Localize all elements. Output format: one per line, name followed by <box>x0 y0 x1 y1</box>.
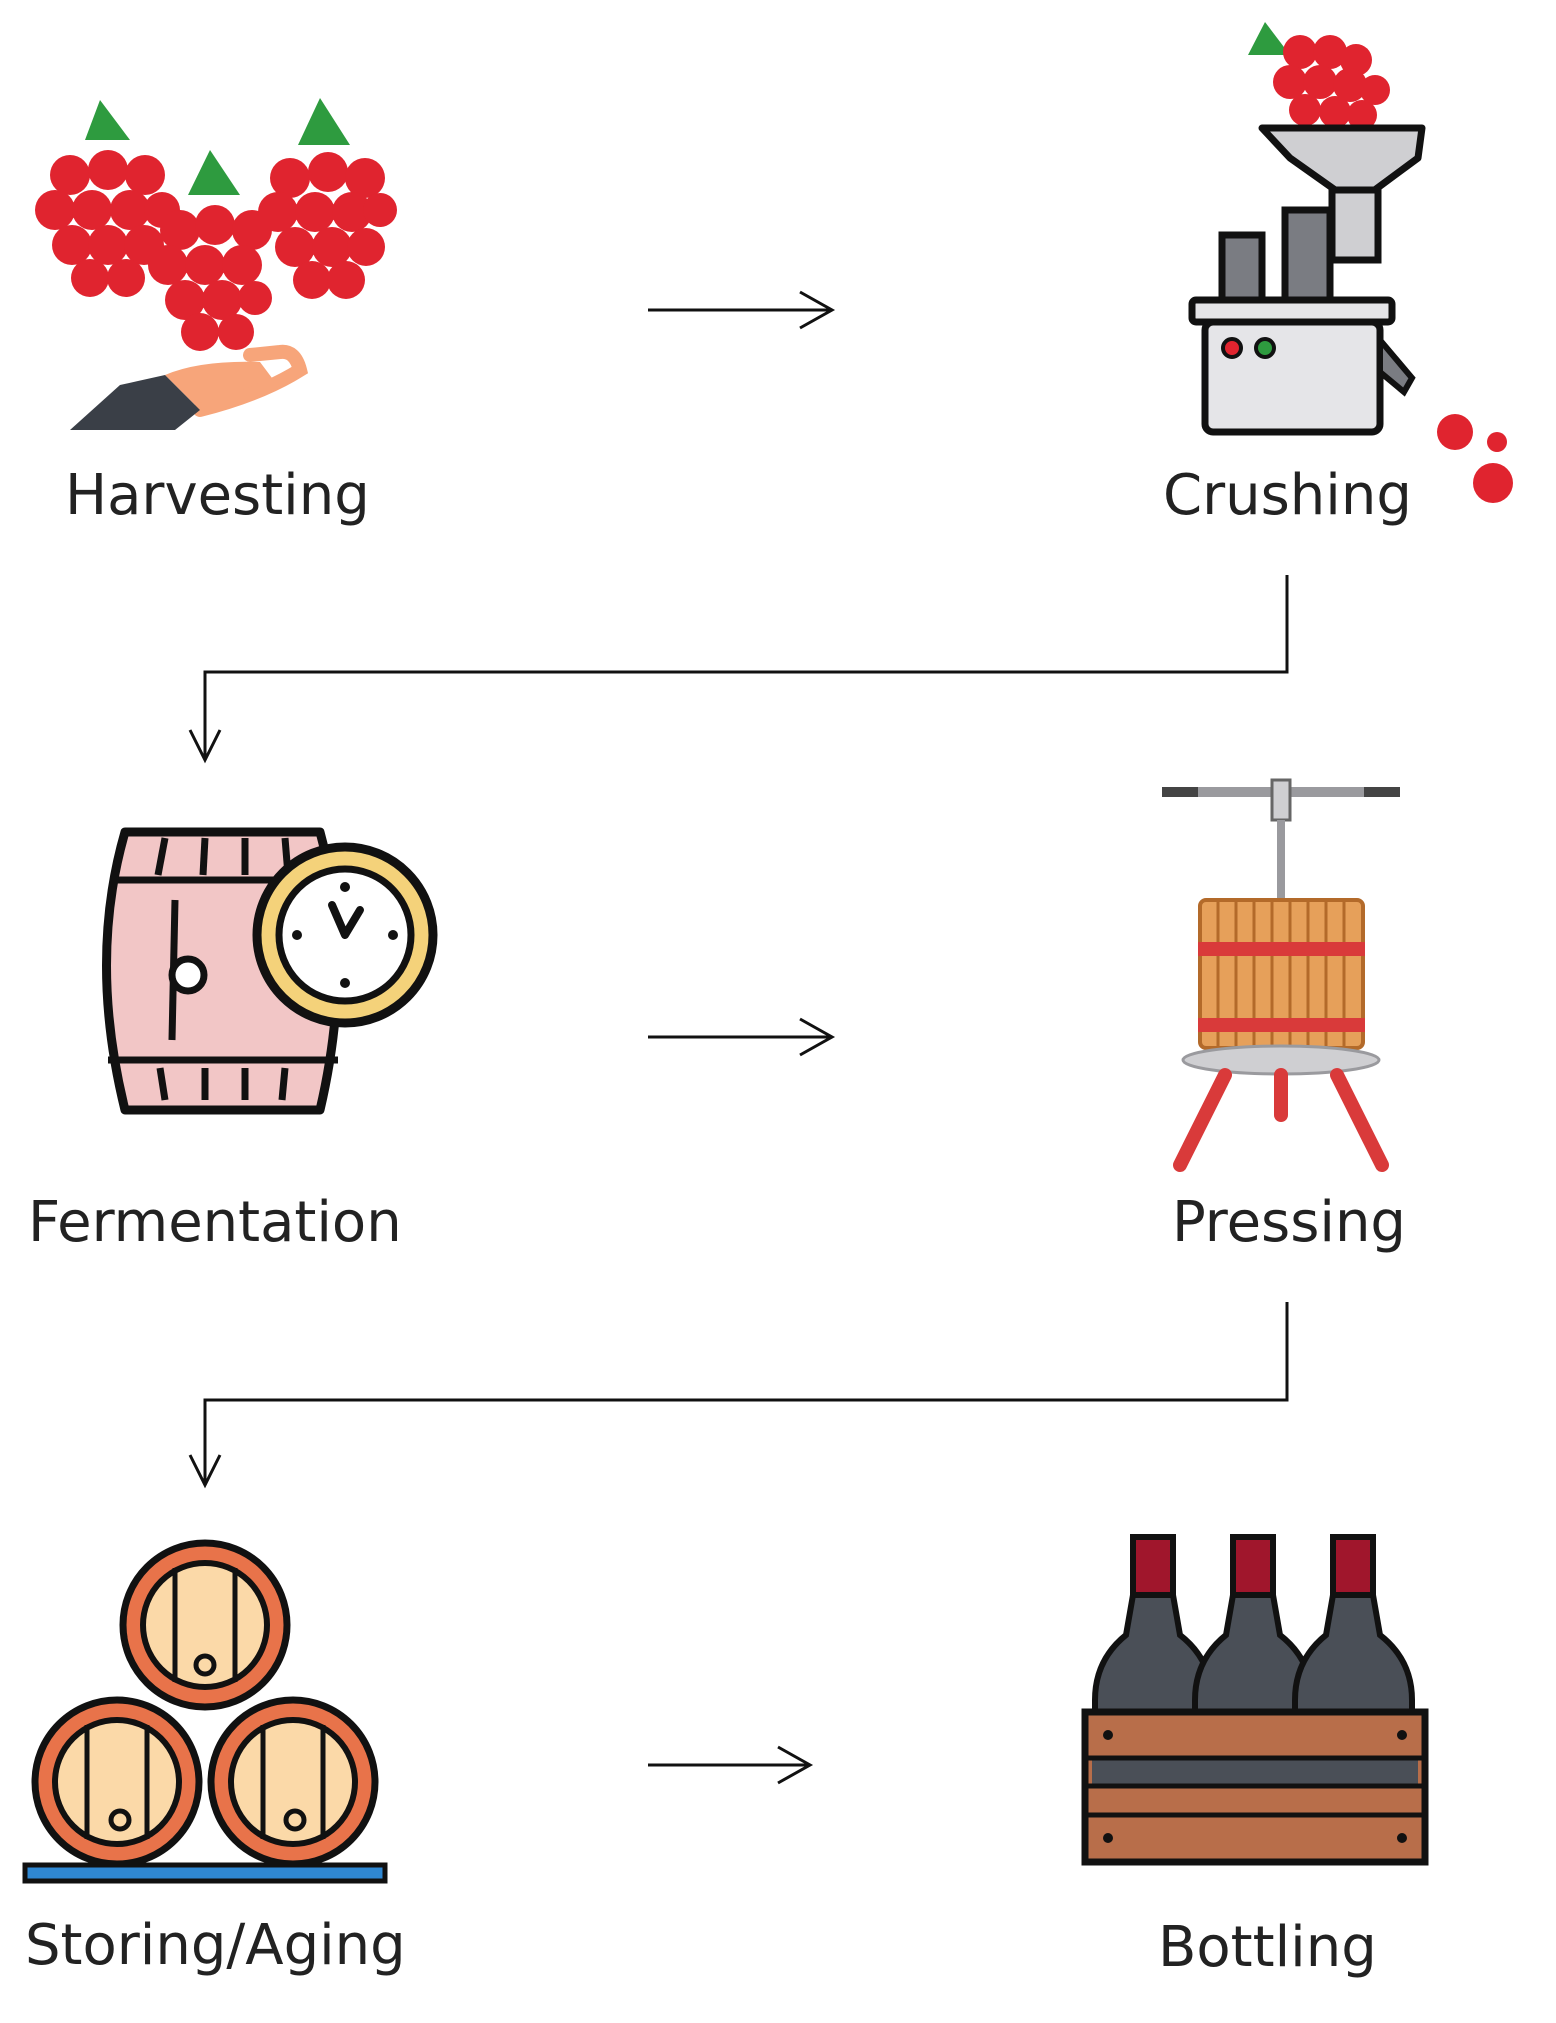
step-label-harvesting: Harvesting <box>65 463 370 528</box>
step-label-crushing: Crushing <box>1163 463 1412 528</box>
crusher-machine-icon <box>1188 22 1513 503</box>
step-label-fermentation: Fermentation <box>28 1190 402 1255</box>
barrel <box>31 1696 203 1868</box>
barrel <box>207 1696 379 1868</box>
arrow-harvesting-to-crushing <box>648 290 836 330</box>
grape-bunch <box>1248 22 1390 130</box>
stacked-barrels-icon <box>22 1539 388 1884</box>
grape-bunch <box>148 150 272 351</box>
arrow-crushing-to-fermentation <box>188 575 1289 764</box>
step-label-bottling: Bottling <box>1158 1915 1377 1980</box>
arrow-pressing-to-storing <box>188 1302 1289 1489</box>
wine-crate-icon <box>1081 1534 1429 1866</box>
hand <box>70 344 309 430</box>
grape-bunch <box>35 100 180 297</box>
grape-bunch <box>258 98 397 299</box>
step-label-storing-aging: Storing/Aging <box>25 1913 406 1978</box>
grapes-hand-icon <box>35 98 397 430</box>
barrel <box>119 1539 291 1711</box>
arrow-storing-to-bottling <box>648 1745 814 1785</box>
step-label-pressing: Pressing <box>1172 1190 1406 1255</box>
barrel-clock-icon <box>102 827 438 1115</box>
wine-press-icon <box>1162 778 1400 1172</box>
arrow-fermentation-to-pressing <box>648 1017 836 1057</box>
